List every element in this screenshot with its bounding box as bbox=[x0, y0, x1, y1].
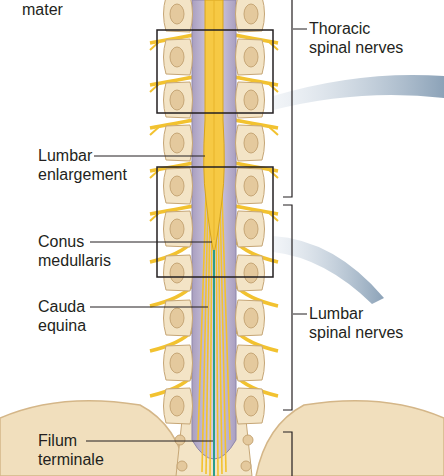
zoom-swoosh bbox=[273, 75, 444, 110]
nerve-root bbox=[198, 195, 206, 440]
leader-line bbox=[90, 307, 208, 308]
vertebra-section bbox=[236, 255, 265, 291]
leader-lines bbox=[86, 29, 307, 441]
vertebra-section bbox=[236, 300, 265, 336]
leader-line bbox=[293, 29, 307, 30]
part-label: Filum terminale bbox=[38, 431, 134, 469]
leader-line bbox=[293, 314, 307, 315]
zoom-swoosh bbox=[273, 236, 384, 304]
vertebra-section bbox=[236, 0, 265, 32]
sacral-foramen bbox=[243, 435, 253, 445]
sacral-foramen bbox=[177, 461, 187, 471]
filum-line bbox=[213, 250, 215, 476]
bracket bbox=[283, 205, 292, 410]
zoom-box bbox=[157, 30, 273, 113]
vertebra-section bbox=[236, 211, 265, 247]
vertebra-section bbox=[236, 168, 265, 204]
hip-bone bbox=[256, 401, 444, 476]
part-label: Cauda equina bbox=[38, 297, 134, 335]
vertebra-section bbox=[236, 39, 265, 75]
bracket bbox=[283, 432, 292, 476]
leader-line bbox=[94, 156, 205, 157]
nerve-root bbox=[210, 210, 212, 476]
spinal-cord bbox=[204, 0, 225, 254]
part-label: Lumbar enlargement bbox=[38, 146, 134, 184]
zoom-box bbox=[157, 167, 273, 277]
nerve-root bbox=[206, 205, 210, 474]
vertebra-section bbox=[236, 345, 265, 381]
vertebra-section bbox=[164, 39, 193, 75]
part-label: Conus medullaris bbox=[38, 232, 134, 270]
nerve-root bbox=[222, 195, 230, 440]
vertebra-section bbox=[164, 388, 193, 424]
sacral-foramen bbox=[241, 461, 251, 471]
part-label: Thoracic spinal nerves bbox=[309, 19, 406, 57]
vertebra-section bbox=[164, 168, 193, 204]
leader-line bbox=[90, 242, 212, 243]
vertebra-section bbox=[164, 0, 193, 32]
leader-line bbox=[86, 441, 213, 442]
part-label: Lumbar spinal nerves bbox=[309, 304, 406, 342]
median-fissure bbox=[214, 0, 215, 240]
bracket bbox=[283, 0, 292, 197]
vertebra-section bbox=[164, 345, 193, 381]
vertebra-section bbox=[236, 388, 265, 424]
hip-bone bbox=[0, 401, 188, 476]
vertebra-section bbox=[164, 300, 193, 336]
part-label: mater bbox=[22, 0, 118, 19]
sacral-foramen bbox=[175, 435, 185, 445]
vertebra-section bbox=[236, 125, 265, 161]
nerve-root bbox=[216, 210, 218, 476]
vertebra-section bbox=[164, 255, 193, 291]
